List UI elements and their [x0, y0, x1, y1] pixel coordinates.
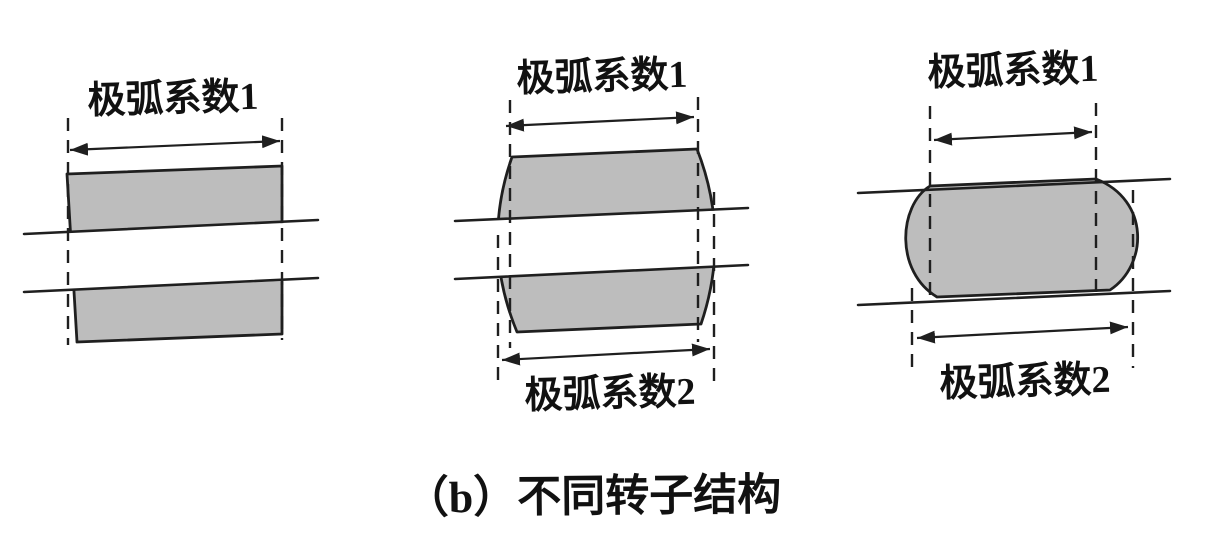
dimension-arrow-pole-arc-1	[505, 111, 695, 132]
pole-arc-2-label-panel-2: 极弧系数2	[523, 370, 697, 418]
rotor-surface-line-upper	[22, 218, 320, 236]
rotor-panel-2-art	[448, 97, 754, 382]
air-gap-band	[448, 209, 754, 279]
rotor-surface-line-lower	[22, 276, 320, 294]
figure-caption: （b）不同转子结构	[404, 470, 782, 523]
pole-arc-2-label-panel-3: 极弧系数2	[938, 358, 1112, 406]
pole-arc-1-label-panel-2: 极弧系数1	[515, 53, 689, 101]
rotor-panel-3-art	[856, 103, 1172, 368]
rotor-panel-1-art	[5, 118, 332, 345]
rotor-surface-line-lower	[856, 289, 1172, 307]
dimension-arrow-pole-arc-2	[916, 321, 1129, 344]
magnet-cross-section	[904, 177, 1140, 299]
pole-arc-1-label-panel-1: 极弧系数1	[86, 75, 260, 123]
rotor-surface-line-lower	[453, 263, 750, 281]
dimension-arrow-pole-arc-2	[501, 343, 711, 366]
dimension-arrow-pole-arc-1	[69, 135, 281, 156]
rotor-surface-line-upper	[856, 177, 1172, 195]
pole-arc-1-label-panel-3: 极弧系数1	[926, 47, 1100, 95]
air-gap-band	[5, 221, 332, 293]
dimension-arrow-pole-arc-1	[933, 126, 1093, 146]
